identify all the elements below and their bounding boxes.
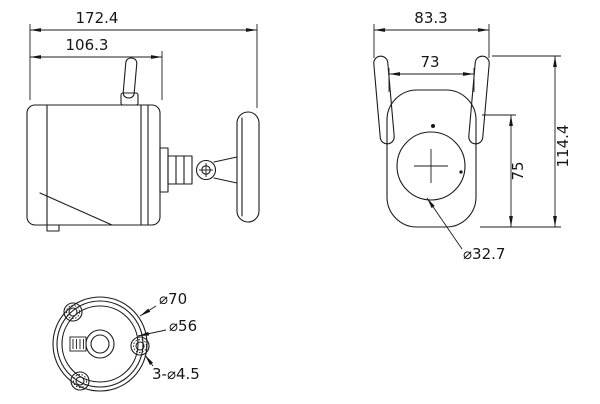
- antenna-blade: [122, 57, 138, 99]
- front-view: 83.3 73 75 114.4 ⌀32.7: [373, 9, 572, 263]
- dim-lens-diameter-label: ⌀32.7: [463, 245, 505, 263]
- right-antenna-group: [468, 55, 490, 145]
- bracket-arm-top: [213, 156, 238, 163]
- screw-hole-knurl: [66, 305, 80, 319]
- side-view: 172.4 106.3: [26, 9, 260, 232]
- right-antenna-blade: [468, 55, 490, 145]
- screw-hole-outer: [70, 371, 90, 391]
- center-boss-outer: [85, 329, 115, 359]
- led-indicator-dot: [459, 170, 463, 174]
- dim-total-width-label: 83.3: [414, 9, 447, 27]
- screw-hole-inner: [68, 307, 78, 317]
- lens-flange: [159, 147, 169, 193]
- dim-total-length-label: 172.4: [76, 9, 119, 27]
- mount-column: [236, 111, 260, 223]
- mounting-holes-leader: [144, 354, 154, 367]
- screw-hole-inner: [135, 341, 145, 351]
- camera-face-outline: [386, 89, 477, 228]
- inner-diameter-leader: [137, 329, 167, 337]
- bracket-joint-circle: [195, 159, 217, 181]
- base-ring-circle: [56, 300, 144, 388]
- bottom-view: ⌀70 ⌀56 3-⌀4.5: [52, 290, 200, 392]
- antenna-group: [122, 57, 138, 99]
- front-view-dimensions: 83.3 73 75 114.4 ⌀32.7: [373, 9, 572, 263]
- bracket-arm-bottom: [213, 177, 238, 184]
- cable-slot-outline: [69, 336, 87, 352]
- base-plate-circle: [61, 305, 139, 383]
- screw-hole-outer: [63, 302, 83, 322]
- outer-diameter-leader: [139, 305, 157, 317]
- screw-hole-inner: [75, 376, 85, 386]
- screw-hole-right: [130, 336, 150, 356]
- lens-diameter-leader: [426, 197, 463, 250]
- dim-total-height-label: 114.4: [554, 125, 572, 168]
- screw-hole-top-left: [63, 302, 83, 322]
- bottom-view-dimensions: ⌀70 ⌀56 3-⌀4.5: [137, 290, 200, 383]
- dim-mounting-holes-label: 3-⌀4.5: [152, 365, 200, 383]
- dim-inner-diameter-label: ⌀56: [169, 317, 197, 335]
- bottom-screw: [46, 224, 60, 232]
- screw-hole-bottom: [70, 371, 90, 391]
- screw-hole-outer: [130, 336, 150, 356]
- center-boss-inner: [90, 334, 110, 354]
- sunshield-edge-line: [39, 192, 113, 226]
- screw-hole-knurl: [73, 374, 87, 388]
- side-view-dimensions: 172.4 106.3: [29, 9, 258, 108]
- dim-face-width-label: 73: [420, 53, 439, 71]
- mic-hole: [431, 124, 435, 128]
- dim-face-height-label: 75: [509, 161, 527, 180]
- dim-body-length-label: 106.3: [66, 36, 109, 54]
- dim-outer-diameter-label: ⌀70: [159, 290, 187, 308]
- cable-slot: [69, 336, 87, 352]
- left-antenna-blade: [373, 55, 395, 145]
- neck-cylinder: [167, 155, 193, 185]
- base-outer-circle: [52, 296, 148, 392]
- left-antenna-group: [373, 55, 395, 145]
- screw-hole-knurl: [133, 339, 147, 353]
